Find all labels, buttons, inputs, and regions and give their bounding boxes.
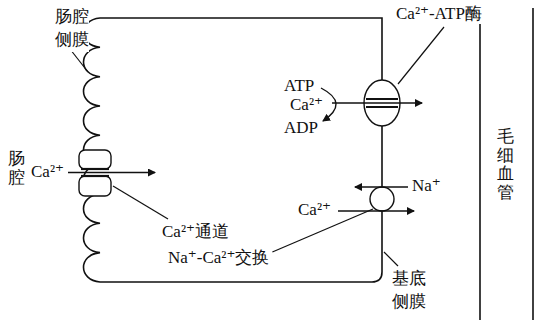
capillary-wall	[532, 8, 534, 320]
exchanger-label: Na⁺-Ca²⁺交换	[168, 248, 269, 268]
leader-line	[398, 27, 444, 84]
pump-pore	[366, 106, 398, 108]
pump-pore	[366, 98, 398, 100]
leader-line	[70, 49, 88, 72]
transport-arrow	[355, 186, 408, 187]
cell-membrane	[84, 18, 383, 282]
membrane-label: 肠腔侧膜	[55, 6, 89, 52]
transport-arrow	[338, 210, 414, 211]
membrane-label: 基底侧膜	[392, 268, 426, 314]
channel-label: Ca²⁺通道	[162, 222, 229, 242]
atp-arrow	[321, 88, 336, 121]
leader-line	[113, 186, 168, 219]
exchanger-protein	[370, 187, 394, 211]
channel-protein	[79, 150, 111, 169]
molecule-label: ATP	[284, 76, 314, 96]
transport-arrow	[332, 102, 422, 103]
channel-protein	[79, 176, 111, 196]
enzyme-label: Ca²⁺-ATP酶	[396, 4, 482, 24]
capillary-label: 毛细血管	[497, 128, 514, 203]
ion-label: Na⁺	[412, 176, 441, 196]
molecule-label: ADP	[284, 118, 318, 138]
capillary-wall	[479, 8, 481, 320]
leader-line	[384, 252, 398, 266]
channel-pore	[81, 168, 109, 170]
transport-arrow	[68, 172, 155, 173]
channel-pore	[81, 175, 109, 177]
ion-label: Ca²⁺	[31, 162, 64, 182]
ion-label: Ca²⁺	[290, 95, 323, 115]
ion-label: Ca²⁺	[298, 200, 331, 220]
region-label: 肠腔	[8, 150, 25, 187]
